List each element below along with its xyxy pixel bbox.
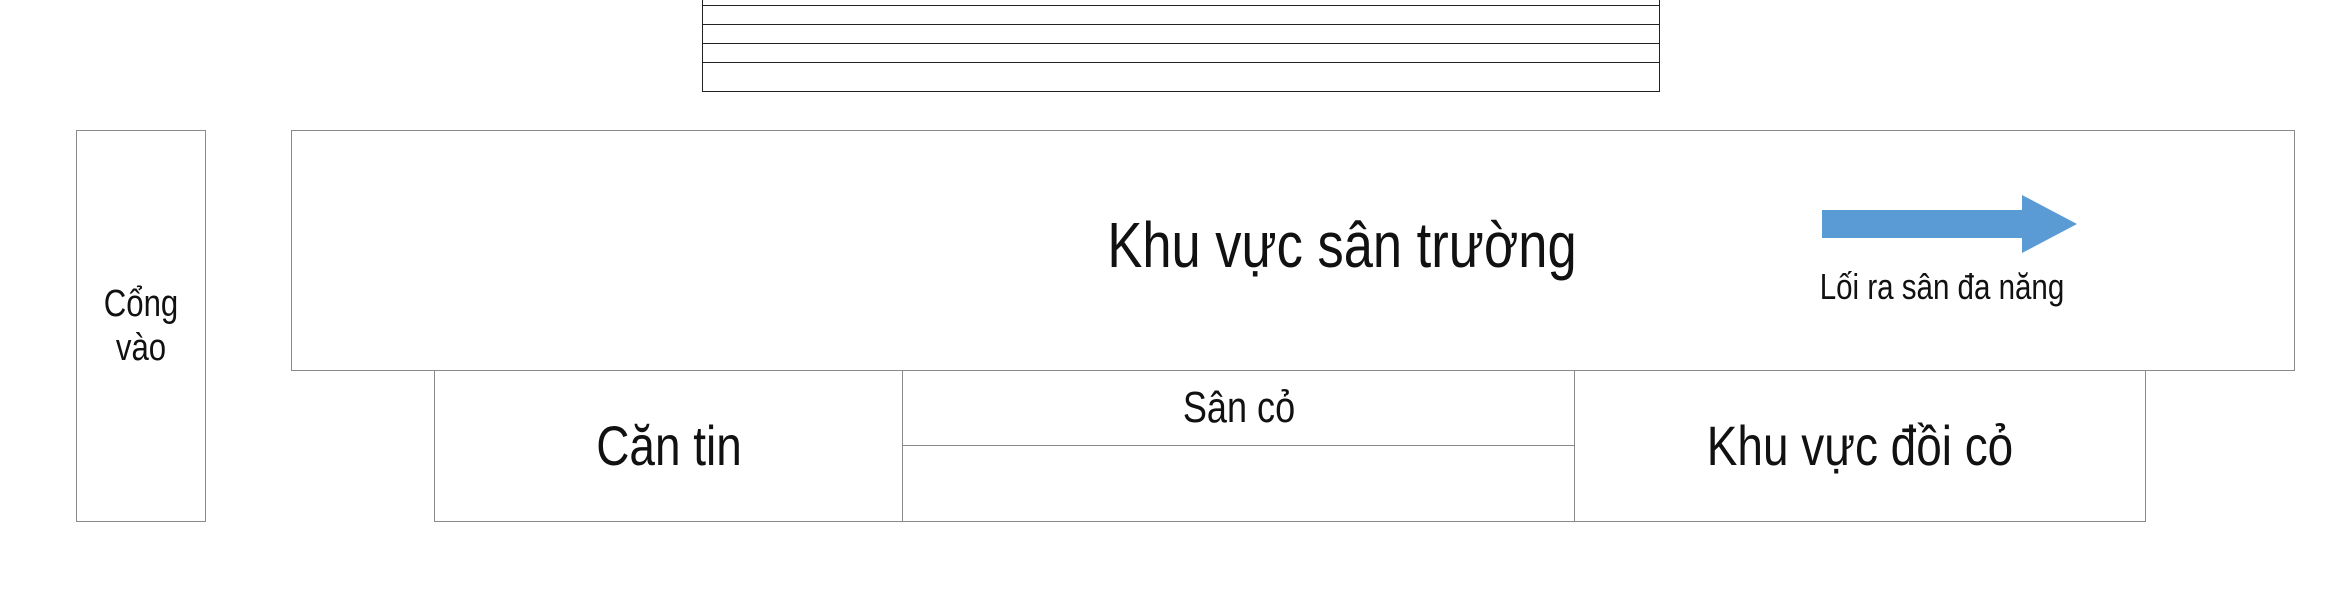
grass-field-divider bbox=[903, 445, 1575, 446]
exit-label: Lối ra sân đa năng bbox=[1819, 266, 2065, 307]
stripe-line bbox=[703, 24, 1659, 25]
entry-gate-label: Cổng vào bbox=[103, 283, 179, 369]
grass-field-label: Sân cỏ bbox=[1182, 383, 1296, 432]
grass-hill-area: Khu vực đồi cỏ bbox=[1574, 370, 2146, 522]
canteen-area: Căn tin bbox=[434, 370, 904, 522]
canteen-label: Căn tin bbox=[596, 414, 742, 477]
grass-field-area: Sân cỏ bbox=[902, 370, 1576, 522]
entry-gate: Cổng vào bbox=[76, 130, 206, 522]
stripe-line bbox=[703, 43, 1659, 44]
grass-hill-label: Khu vực đồi cỏ bbox=[1706, 414, 2014, 477]
stripe-line bbox=[703, 62, 1659, 63]
right-arrow-icon bbox=[1822, 195, 2077, 253]
stripe-line bbox=[703, 5, 1659, 6]
schoolyard-area: Khu vực sân trường Lối ra sân đa năng bbox=[291, 130, 2295, 371]
schoolyard-title: Khu vực sân trường bbox=[1107, 209, 1577, 281]
striped-building bbox=[702, 0, 1660, 92]
